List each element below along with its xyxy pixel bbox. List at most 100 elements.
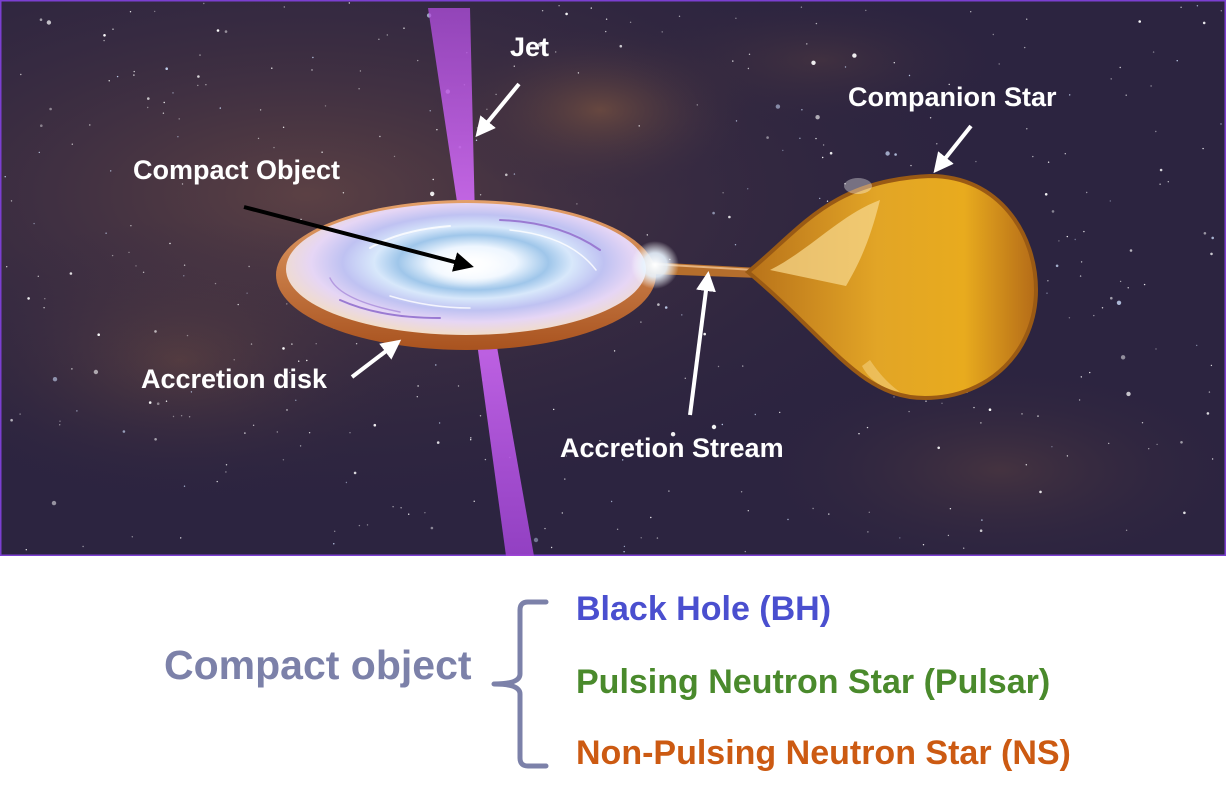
star-dot xyxy=(711,424,717,430)
star-dot xyxy=(590,451,592,453)
star-dot xyxy=(473,500,475,502)
star-dot xyxy=(1125,94,1127,96)
star-dot xyxy=(908,74,911,77)
star-dot xyxy=(732,60,734,62)
star-dot xyxy=(46,20,52,25)
star-dot xyxy=(219,107,221,109)
star-dot xyxy=(815,137,817,140)
star-dot xyxy=(1127,287,1129,289)
star-dot xyxy=(250,343,253,345)
label-jet: Jet xyxy=(510,32,549,62)
star-dot xyxy=(417,385,419,387)
star-dot xyxy=(479,415,482,417)
star-dot xyxy=(353,471,357,475)
star-dot xyxy=(358,524,361,527)
star-dot xyxy=(186,334,189,337)
star-dot xyxy=(475,139,478,141)
star-dot xyxy=(577,72,580,74)
star-dot xyxy=(766,136,769,139)
star-dot xyxy=(605,18,608,20)
star-dot xyxy=(495,93,497,96)
star-dot xyxy=(747,67,750,70)
star-dot xyxy=(299,445,302,447)
star-dot xyxy=(470,437,472,439)
star-dot xyxy=(51,500,57,506)
star-dot xyxy=(312,56,314,59)
star-dot xyxy=(400,507,402,509)
star-dot xyxy=(590,7,592,9)
star-dot xyxy=(282,126,285,128)
star-dot xyxy=(1176,60,1178,62)
star-dot xyxy=(476,127,479,129)
star-dot xyxy=(69,272,73,275)
star-dot xyxy=(801,109,803,111)
star-dot xyxy=(298,360,300,362)
star-dot xyxy=(1110,296,1113,300)
star-dot xyxy=(936,143,938,145)
star-dot xyxy=(922,544,925,546)
star-dot xyxy=(286,303,288,305)
star-dot xyxy=(858,433,860,435)
star-dot xyxy=(112,28,114,30)
star-dot xyxy=(513,173,516,175)
star-dot xyxy=(10,418,13,422)
star-dot xyxy=(1183,511,1186,515)
star-dot xyxy=(345,481,348,484)
star-dot xyxy=(815,115,820,120)
star-dot xyxy=(430,191,435,196)
star-dot xyxy=(287,175,289,178)
star-dot xyxy=(899,537,901,539)
star-dot xyxy=(359,70,362,72)
star-dot xyxy=(1126,391,1131,397)
star-dot xyxy=(1051,210,1055,213)
star-dot xyxy=(1210,364,1213,367)
star-dot xyxy=(71,368,73,370)
star-dot xyxy=(811,60,816,65)
star-dot xyxy=(1180,6,1182,8)
star-dot xyxy=(616,528,619,530)
star-dot xyxy=(973,406,975,409)
star-dot xyxy=(555,51,557,53)
star-dot xyxy=(1047,161,1050,163)
star-dot xyxy=(1180,441,1183,444)
star-dot xyxy=(1047,280,1049,282)
star-dot xyxy=(576,203,578,205)
star-dot xyxy=(1159,168,1163,172)
star-dot xyxy=(734,244,737,246)
star-dot xyxy=(286,409,288,411)
star-dot xyxy=(1066,455,1069,457)
star-dot xyxy=(613,350,616,352)
star-dot xyxy=(183,275,185,277)
star-dot xyxy=(129,11,132,13)
star-dot xyxy=(661,31,663,33)
star-dot xyxy=(373,423,377,427)
star-dot xyxy=(948,83,950,86)
star-dot xyxy=(717,365,720,368)
star-dot xyxy=(992,33,994,36)
star-dot xyxy=(424,512,426,514)
star-dot xyxy=(4,176,6,178)
star-dot xyxy=(712,211,715,215)
star-dot xyxy=(1083,230,1085,233)
star-dot xyxy=(1089,371,1091,374)
star-dot xyxy=(40,124,43,127)
star-dot xyxy=(486,108,488,111)
star-dot xyxy=(1069,94,1071,96)
star-dot xyxy=(1196,344,1198,347)
star-dot xyxy=(163,101,165,104)
star-dot xyxy=(97,333,100,337)
star-dot xyxy=(1155,348,1157,350)
star-dot xyxy=(1037,415,1039,417)
star-dot xyxy=(432,178,434,181)
star-dot xyxy=(315,343,317,345)
star-dot xyxy=(38,151,40,154)
star-dot xyxy=(844,66,847,68)
star-dot xyxy=(1202,147,1204,150)
star-dot xyxy=(1066,235,1069,238)
star-dot xyxy=(308,432,311,434)
star-dot xyxy=(44,298,46,300)
star-dot xyxy=(1156,443,1158,446)
star-dot xyxy=(988,408,992,412)
label-companion-star: Companion Star xyxy=(848,82,1057,112)
star-dot xyxy=(1051,446,1053,448)
